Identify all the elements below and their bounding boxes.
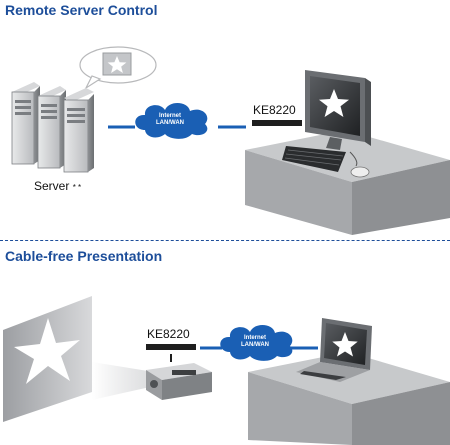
ke8220-device bbox=[146, 344, 196, 350]
cloud-icon bbox=[220, 324, 293, 361]
section-title-cable-free-presentation: Cable-free Presentation bbox=[5, 248, 163, 264]
section-divider bbox=[0, 240, 450, 241]
network-label-line-1: Internet bbox=[158, 113, 181, 119]
network-label-line-1: Internet bbox=[243, 335, 266, 341]
projector-icon bbox=[146, 363, 212, 400]
mouse-icon bbox=[349, 151, 370, 178]
cloud-icon bbox=[135, 102, 208, 139]
network-label-line-2: LAN/WAN bbox=[156, 120, 184, 126]
desktop-monitor-star-icon bbox=[305, 70, 371, 150]
network-label: Internet LAN/WAN bbox=[230, 335, 280, 349]
ke8220-device bbox=[252, 120, 302, 126]
projector-beam bbox=[92, 362, 150, 400]
server-footnote-marks: * * bbox=[72, 183, 82, 192]
speech-bubble-star-icon bbox=[79, 46, 157, 90]
server-label: Server * * bbox=[34, 179, 81, 193]
desk-graphic bbox=[245, 130, 450, 235]
device-label-ke8220: KE8220 bbox=[147, 327, 190, 341]
network-label-line-2: LAN/WAN bbox=[241, 342, 269, 348]
keyboard-icon bbox=[282, 146, 346, 172]
server-label-text: Server bbox=[34, 179, 70, 193]
server-rack-icon bbox=[11, 82, 94, 173]
device-label-ke8220: KE8220 bbox=[253, 103, 296, 117]
network-label: Internet LAN/WAN bbox=[145, 113, 195, 127]
section-title-remote-server-control: Remote Server Control bbox=[5, 2, 158, 18]
projection-screen-star-icon bbox=[3, 296, 92, 422]
laptop-star-icon bbox=[296, 318, 372, 382]
